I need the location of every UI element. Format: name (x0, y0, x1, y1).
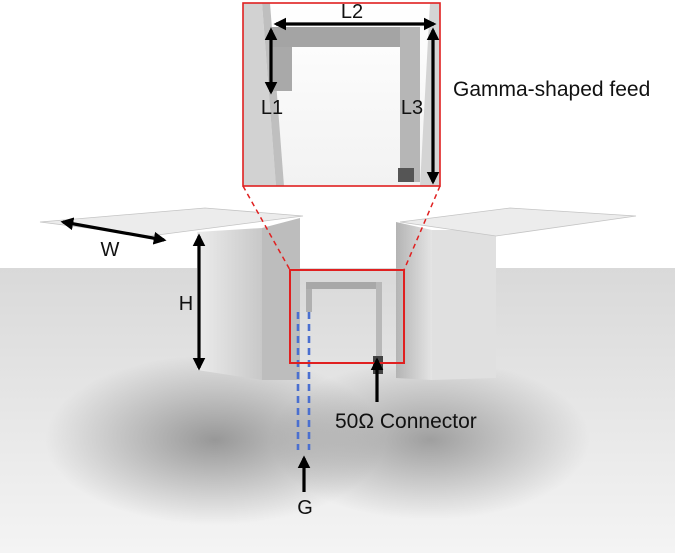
highlight-box (289, 269, 405, 364)
label-w: W (101, 239, 120, 261)
zoom-lines (242, 185, 441, 271)
label-g: G (297, 497, 313, 519)
label-h: H (179, 293, 193, 315)
right-top-plate (399, 207, 637, 237)
w-arrow (60, 217, 167, 245)
label-l1: L1 (261, 97, 283, 119)
shadow-right (270, 360, 590, 520)
label-feed: Gamma-shaped feed (453, 78, 650, 101)
gap-lines (296, 312, 311, 450)
label-l3: L3 (401, 97, 423, 119)
dimension-arrows (60, 17, 440, 492)
label-connector: 50Ω Connector (335, 410, 477, 433)
label-l2: L2 (341, 1, 363, 23)
